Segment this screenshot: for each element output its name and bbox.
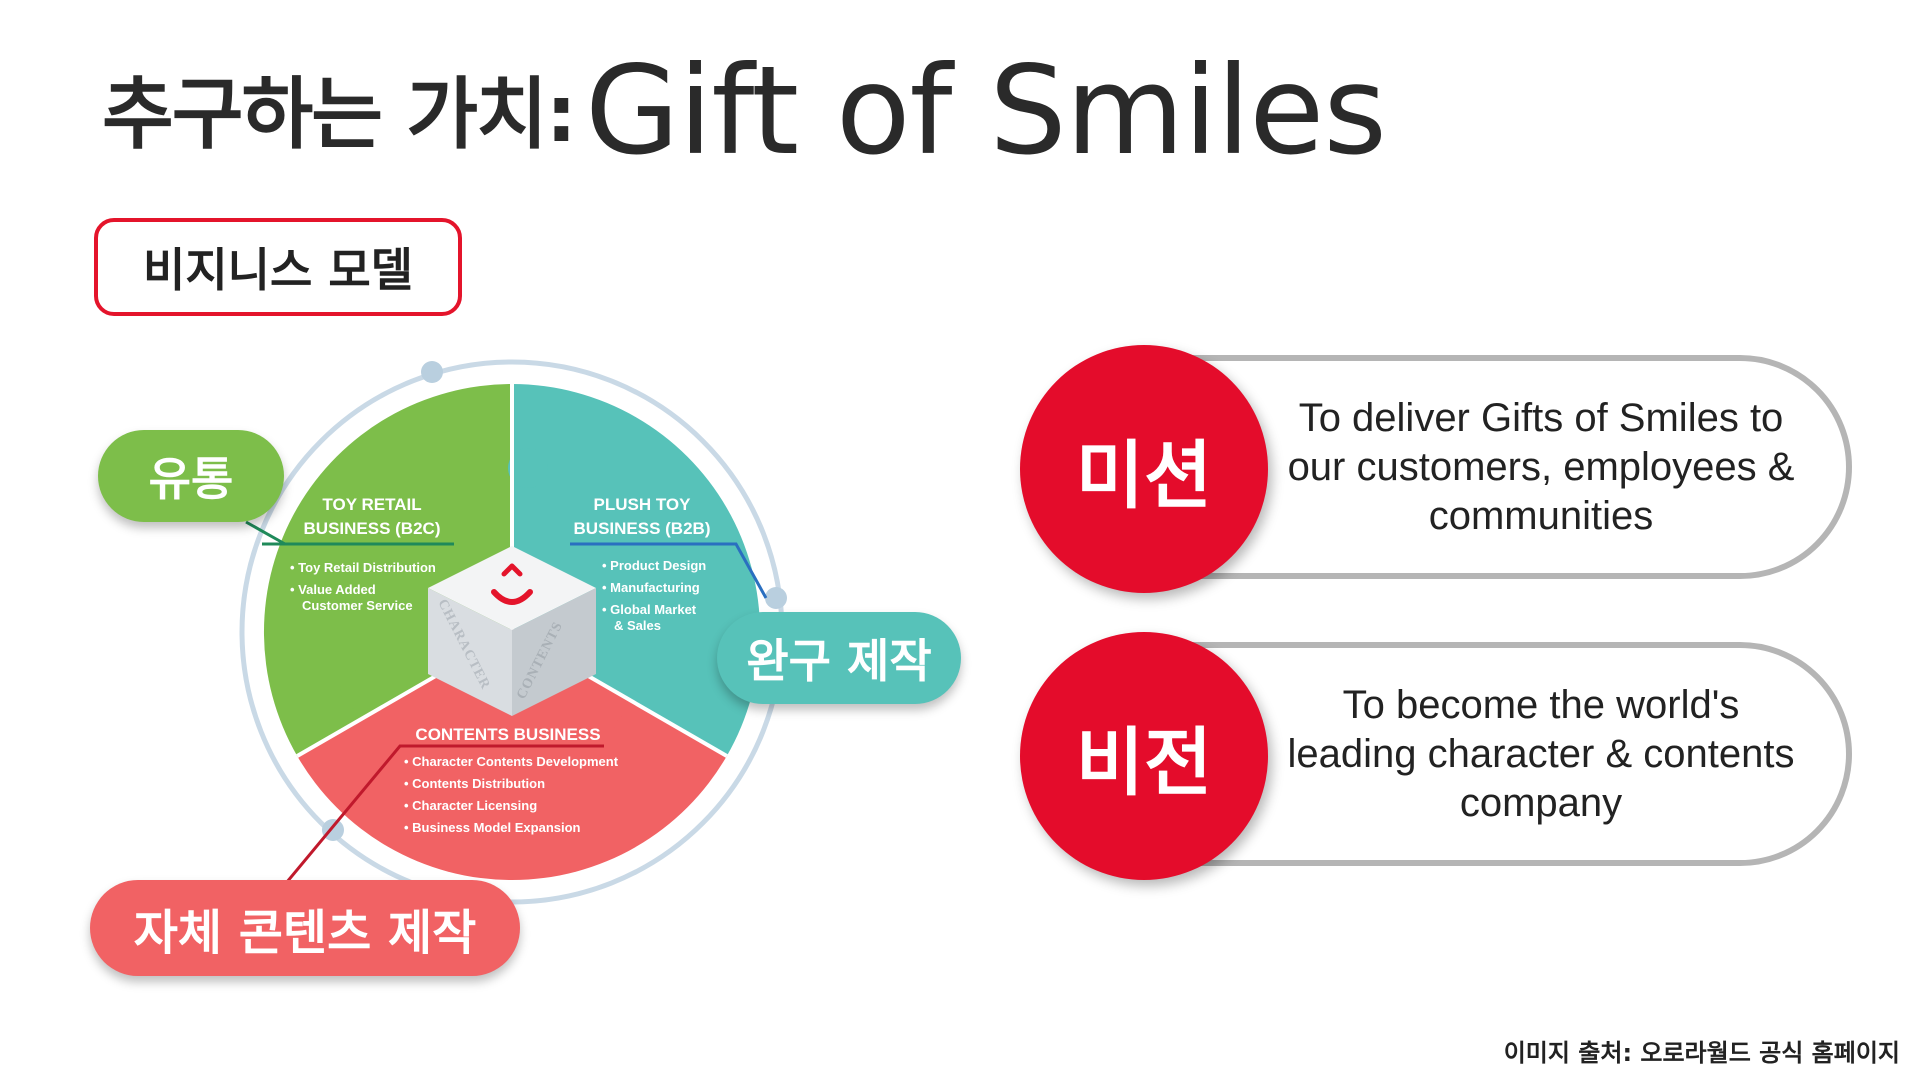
contents-connector <box>270 744 604 901</box>
puzzle-knob-teal <box>508 448 548 488</box>
contents-item: • Character Contents Development <box>404 754 619 769</box>
plush-toy-connector <box>570 542 768 599</box>
content-production-tag: 자체 콘텐츠 제작 <box>90 880 520 976</box>
contents-item: • Contents Distribution <box>404 776 545 791</box>
plush-toy-title-1: PLUSH TOY <box>594 495 692 514</box>
toy-retail-title-2: BUSINESS (B2C) <box>304 519 441 538</box>
puzzle-knob-coral <box>614 712 654 752</box>
contents-item: • Character Licensing <box>404 798 537 813</box>
business-model-diagram: CHARACTER CONTENTS TOY RETAIL BUSINESS (… <box>0 340 1010 1000</box>
toy-retail-item: • Value Added <box>290 582 376 597</box>
plush-toy-item: • Product Design <box>602 558 706 573</box>
toy-retail-item: Customer Service <box>302 598 413 613</box>
ring-dot-top <box>421 361 443 383</box>
ring-dot-right <box>765 587 787 609</box>
vision-badge: 비전 <box>1020 632 1268 880</box>
page-title-english: Gift of Smiles <box>585 40 1387 182</box>
plush-toy-item: • Global Market <box>602 602 697 617</box>
puzzle-knob-green <box>340 670 380 710</box>
plush-toy-item: • Manufacturing <box>602 580 700 595</box>
mission-badge: 미션 <box>1020 345 1268 593</box>
business-model-label: 비지니스 모델 <box>94 218 462 316</box>
page-title-korean: 추구하는 가치: <box>102 70 577 160</box>
toy-production-tag: 완구 제작 <box>717 612 961 704</box>
smile-icon <box>491 589 533 605</box>
plush-toy-item: & Sales <box>614 618 661 633</box>
cube-left-face <box>428 588 512 716</box>
toy-retail-item: • Toy Retail Distribution <box>290 560 436 575</box>
mission-text: To deliver Gifts of Smiles to our custom… <box>1287 395 1795 538</box>
contents-title: CONTENTS BUSINESS <box>415 725 600 744</box>
contents-item: • Business Model Expansion <box>404 820 581 835</box>
toy-retail-title-1: TOY RETAIL <box>322 495 421 514</box>
vision-text: To become the world's leading character … <box>1287 682 1795 825</box>
distribution-tag: 유통 <box>98 430 284 522</box>
plush-toy-title-2: BUSINESS (B2B) <box>574 519 711 538</box>
business-model-wheel: CHARACTER CONTENTS TOY RETAIL BUSINESS (… <box>239 359 787 905</box>
image-source-caption: 이미지 출처: 오로라월드 공식 홈페이지 <box>1503 1039 1900 1067</box>
cube-right-face <box>512 588 596 716</box>
